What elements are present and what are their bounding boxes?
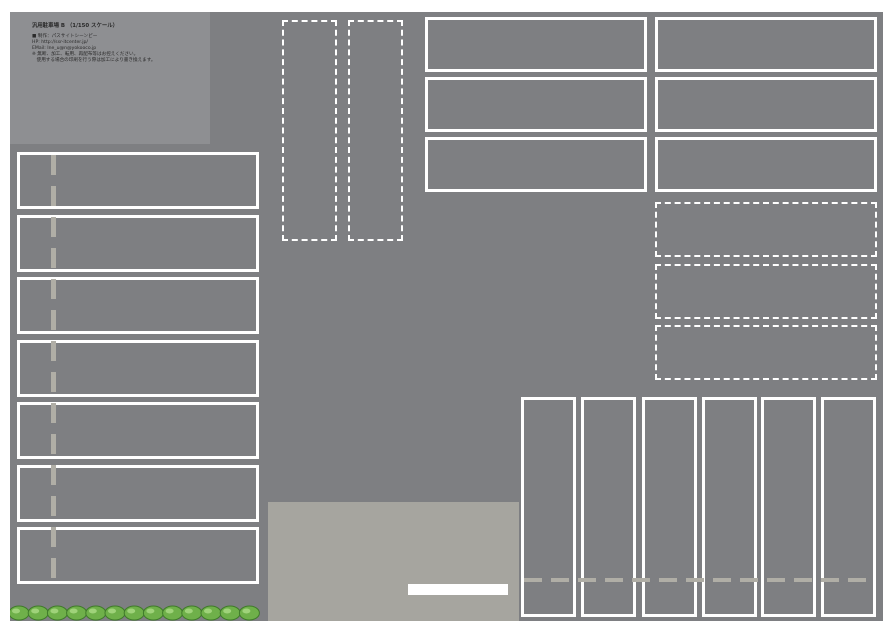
parking-space-left-2 bbox=[17, 215, 259, 272]
parking-space-top-1 bbox=[425, 17, 647, 72]
dashed-space-horizontal-1 bbox=[655, 202, 877, 257]
parking-space-bottom-1 bbox=[521, 397, 576, 617]
dashed-space-vertical-2 bbox=[348, 20, 403, 241]
legend-line: ■ 制作：パスサイトシーンピー bbox=[32, 34, 98, 39]
shrub bbox=[46, 605, 68, 621]
parking-space-left-1 bbox=[17, 152, 259, 209]
shrub bbox=[66, 605, 88, 621]
shrub bbox=[85, 605, 107, 621]
parking-space-top-4 bbox=[655, 77, 877, 132]
shrub bbox=[238, 605, 260, 621]
parking-space-left-5 bbox=[17, 402, 259, 459]
parking-space-left-7 bbox=[17, 527, 259, 584]
legend-line: EMail: Ine_u@n@yokooco.jp bbox=[32, 46, 97, 51]
legend-line: HP: http://ssr-itcenter.jp/ bbox=[32, 40, 88, 45]
shrub bbox=[123, 605, 145, 621]
shrub bbox=[200, 605, 222, 621]
parking-space-left-3 bbox=[17, 277, 259, 334]
legend-title: 汎用駐車場 B （1/150 スケール） bbox=[32, 23, 119, 29]
shrub bbox=[142, 605, 164, 621]
parking-lot-map: 汎用駐車場 B （1/150 スケール） ■ 制作：パスサイトシーンピー HP:… bbox=[10, 12, 883, 621]
parking-space-left-6 bbox=[17, 465, 259, 522]
parking-space-bottom-4 bbox=[702, 397, 757, 617]
shrub bbox=[10, 605, 30, 621]
parking-space-top-3 bbox=[425, 77, 647, 132]
shrub bbox=[181, 605, 203, 621]
left-center-dashed-line bbox=[51, 155, 56, 581]
plaza-area bbox=[268, 502, 519, 621]
hedge-svg bbox=[10, 605, 260, 621]
legend-line: ※ 無断、加工、転用、再配布等はお控えください。 bbox=[32, 52, 139, 57]
hedge-shrubs bbox=[10, 604, 264, 621]
shrub bbox=[162, 605, 184, 621]
parking-space-top-2 bbox=[655, 17, 877, 72]
dashed-space-horizontal-2 bbox=[655, 264, 877, 319]
parking-space-bottom-5 bbox=[761, 397, 816, 617]
shrub bbox=[27, 605, 49, 621]
bottom-center-dashed-line bbox=[524, 578, 874, 582]
parking-space-left-4 bbox=[17, 340, 259, 397]
parking-space-top-6 bbox=[655, 137, 877, 192]
legend-panel: 汎用駐車場 B （1/150 スケール） ■ 制作：パスサイトシーンピー HP:… bbox=[10, 12, 210, 144]
legend-line: 使用する場合の印刷を行う際は加工により書き換えます。 bbox=[32, 58, 156, 63]
parking-space-top-5 bbox=[425, 137, 647, 192]
parking-space-bottom-3 bbox=[642, 397, 697, 617]
parking-space-bottom-6 bbox=[821, 397, 876, 617]
shrub bbox=[219, 605, 241, 621]
shrub bbox=[104, 605, 126, 621]
dashed-space-horizontal-3 bbox=[655, 325, 877, 380]
dashed-space-vertical-1 bbox=[282, 20, 337, 241]
white-bar-marking bbox=[408, 584, 508, 595]
parking-space-bottom-2 bbox=[581, 397, 636, 617]
